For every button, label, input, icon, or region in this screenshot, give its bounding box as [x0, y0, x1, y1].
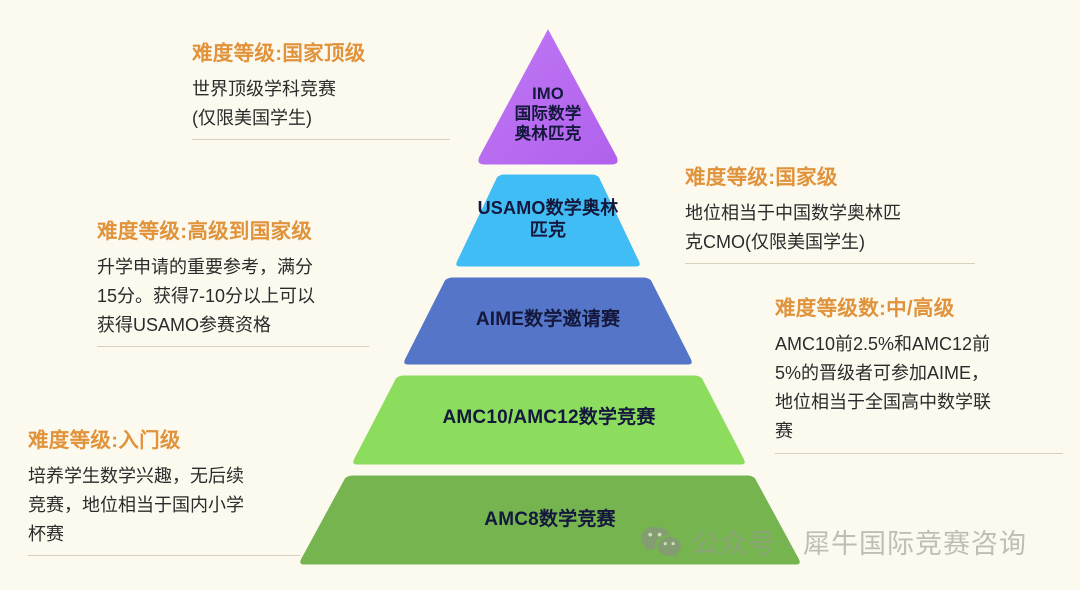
annotation-amc8-divider — [28, 555, 300, 557]
annotation-amc8-title: 难度等级:入门级 — [28, 429, 181, 452]
annotation-aime-right: 难度等级数:中/高级 AMC10前2.5%和AMC12前 5%的晋级者可参加AI… — [775, 291, 1063, 454]
annotation-aime-right-divider — [775, 452, 1063, 454]
annotation-usamo: 难度等级:国家级 地位相当于中国数学奥林匹 克CMO(仅限美国学生) — [685, 160, 975, 265]
pyramid-tier-imo[interactable]: IMO 国际数学 奥林匹克 — [473, 22, 623, 170]
annotation-aime-left-divider — [97, 346, 369, 348]
annotation-usamo-body: 地位相当于中国数学奥林匹 克CMO(仅限美国学生) — [685, 203, 901, 253]
annotation-usamo-title: 难度等级:国家级 — [685, 166, 838, 189]
annotation-imo-title: 难度等级:国家顶级 — [192, 42, 366, 65]
annotation-imo-divider — [192, 139, 450, 141]
wechat-watermark: 公众号 · 犀牛国际竞赛咨询 — [640, 522, 1027, 561]
pyramid-tier-aime[interactable]: AIME数学邀请赛 — [398, 274, 698, 370]
annotation-aime-left: 难度等级:高级到国家级 升学申请的重要参考，满分 15分。获得7-10分以上可以… — [97, 214, 377, 348]
annotation-aime-left-body: 升学申请的重要参考，满分 15分。获得7-10分以上可以 获得USAMO参赛资格 — [97, 257, 316, 336]
pyramid-tier-amc10-amc12[interactable]: AMC10/AMC12数学竞赛 — [347, 372, 751, 470]
tier-aime-shape — [401, 274, 695, 368]
tier-usamo-shape — [453, 171, 643, 270]
annotation-aime-right-title: 难度等级数:中/高级 — [775, 297, 955, 320]
annotation-amc8: 难度等级:入门级 培养学生数学兴趣，无后续 竞赛，地位相当于国内小学 杯赛 — [28, 423, 300, 557]
annotation-imo: 难度等级:国家顶级 世界顶级学科竞赛 (仅限美国学生) — [192, 36, 450, 141]
pyramid-tier-usamo[interactable]: USAMO数学奥林 匹克 — [452, 171, 644, 272]
annotation-aime-right-body: AMC10前2.5%和AMC12前 5%的晋级者可参加AIME， 地位相当于全国… — [775, 334, 991, 442]
tier-amc10-amc12-shape — [350, 372, 748, 468]
annotation-amc8-body: 培养学生数学兴趣，无后续 竞赛，地位相当于国内小学 杯赛 — [28, 466, 244, 545]
annotation-usamo-divider — [685, 263, 975, 265]
annotation-aime-left-title: 难度等级:高级到国家级 — [97, 220, 313, 243]
wechat-watermark-text: 公众号 · 犀牛国际竞赛咨询 — [692, 529, 1027, 559]
annotation-imo-body: 世界顶级学科竞赛 (仅限美国学生) — [192, 79, 336, 129]
wechat-icon — [640, 525, 682, 559]
tier-imo-shape — [475, 24, 621, 168]
